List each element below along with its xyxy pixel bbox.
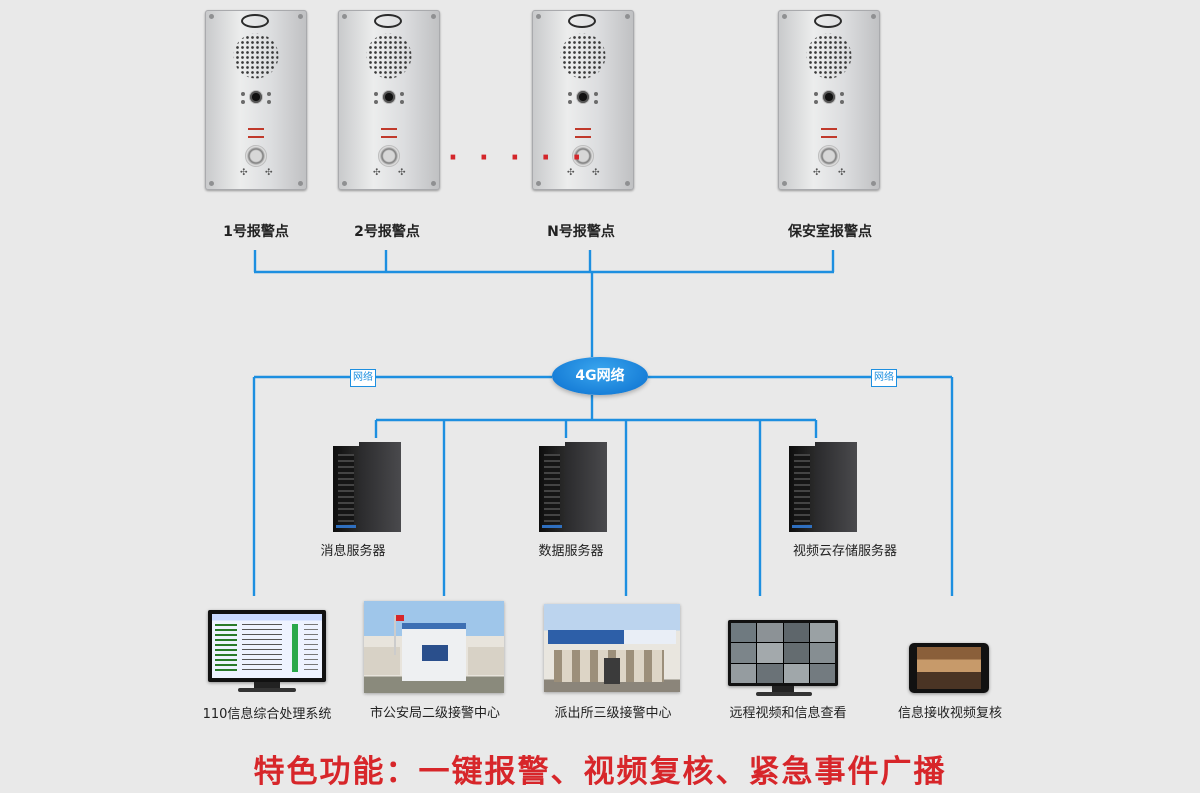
camera-icon xyxy=(822,90,836,104)
city-police-building-photo xyxy=(364,601,504,693)
camera-icon xyxy=(382,90,396,104)
terminal-mobile-label: 信息接收视频复核 xyxy=(897,706,1002,721)
data-server-label: 数据服务器 xyxy=(538,544,604,559)
monitor-110-system xyxy=(208,610,326,682)
call-button-icon xyxy=(818,145,840,167)
terminal-city-label: 市公安局二级接警中心 xyxy=(369,706,500,721)
brand-logo-icon xyxy=(241,14,269,28)
alarm-point-security-label: 保安室报警点 xyxy=(788,224,872,240)
brand-logo-icon xyxy=(568,14,596,28)
mobile-tablet-device xyxy=(909,643,989,693)
remote-video-monitor xyxy=(728,620,838,686)
brand-logo-icon xyxy=(374,14,402,28)
terminal-110-label: 110信息综合处理系统 xyxy=(202,707,332,722)
terminal-remote-label: 远程视频和信息查看 xyxy=(729,706,847,721)
alarm-panel-1: ✣✣ xyxy=(205,10,307,190)
speaker-icon xyxy=(230,30,282,82)
feature-slogan: 特色功能：一键报警、视频复核、紧急事件广播 xyxy=(253,754,947,790)
data-server-icon xyxy=(539,442,607,532)
video-server-label: 视频云存储服务器 xyxy=(792,544,897,559)
video-server-icon xyxy=(789,442,857,532)
alarm-point-2-label: 2号报警点 xyxy=(354,224,420,240)
camera-icon xyxy=(249,90,263,104)
speaker-icon xyxy=(803,30,855,82)
terminal-station-label: 派出所三级接警中心 xyxy=(554,706,672,721)
network-4g-cloud: 4G网络 xyxy=(552,357,648,395)
network-tag-right: 网络 xyxy=(871,369,897,387)
alarm-point-1-label: 1号报警点 xyxy=(223,224,289,240)
alarm-panel-security: ✣✣ xyxy=(778,10,880,190)
speaker-icon xyxy=(363,30,415,82)
call-button-icon xyxy=(378,145,400,167)
more-points-ellipsis: · · · · · xyxy=(448,143,588,173)
speaker-icon xyxy=(557,30,609,82)
message-server-label: 消息服务器 xyxy=(320,544,386,559)
police-station-photo xyxy=(544,604,680,692)
alarm-point-n-label: N号报警点 xyxy=(547,224,615,240)
camera-icon xyxy=(576,90,590,104)
message-server-icon xyxy=(333,442,401,532)
call-button-icon xyxy=(572,145,594,167)
alarm-panel-2: ✣✣ xyxy=(338,10,440,190)
alarm-panel-n: ✣✣ xyxy=(532,10,634,190)
network-tag-left: 网络 xyxy=(350,369,376,387)
brand-logo-icon xyxy=(814,14,842,28)
call-button-icon xyxy=(245,145,267,167)
